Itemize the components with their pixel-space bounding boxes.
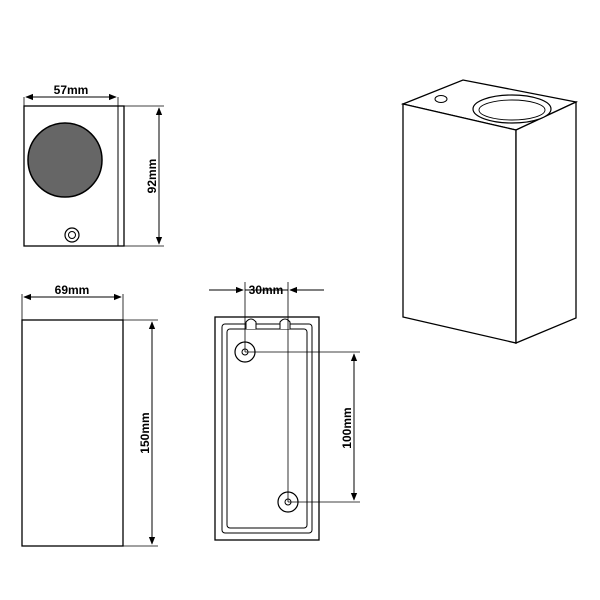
sensor-inner <box>68 231 76 239</box>
iso-lens-inner <box>478 99 546 121</box>
back-plate-view: 30mm 100mm <box>209 282 360 541</box>
lens-circle <box>27 122 103 198</box>
isometric-view <box>400 79 579 344</box>
back-plate-groove-inner <box>226 328 308 529</box>
cable-notch-right <box>279 318 291 329</box>
dim-label-100: 100mm <box>340 407 354 448</box>
side-view: 69mm 150mm <box>21 283 158 547</box>
iso-sensor <box>434 95 448 103</box>
dim-label-30: 30mm <box>249 283 284 297</box>
iso-right-face <box>515 100 577 344</box>
cable-notch-left <box>245 318 257 329</box>
iso-front-face <box>402 103 517 344</box>
side-view-outline <box>21 319 124 547</box>
dim-label-57: 57mm <box>54 83 89 97</box>
dim-label-150: 150mm <box>138 412 152 453</box>
top-view: 57mm 92mm <box>23 83 164 247</box>
dim-label-92: 92mm <box>145 159 159 194</box>
dim-label-69: 69mm <box>55 283 90 297</box>
